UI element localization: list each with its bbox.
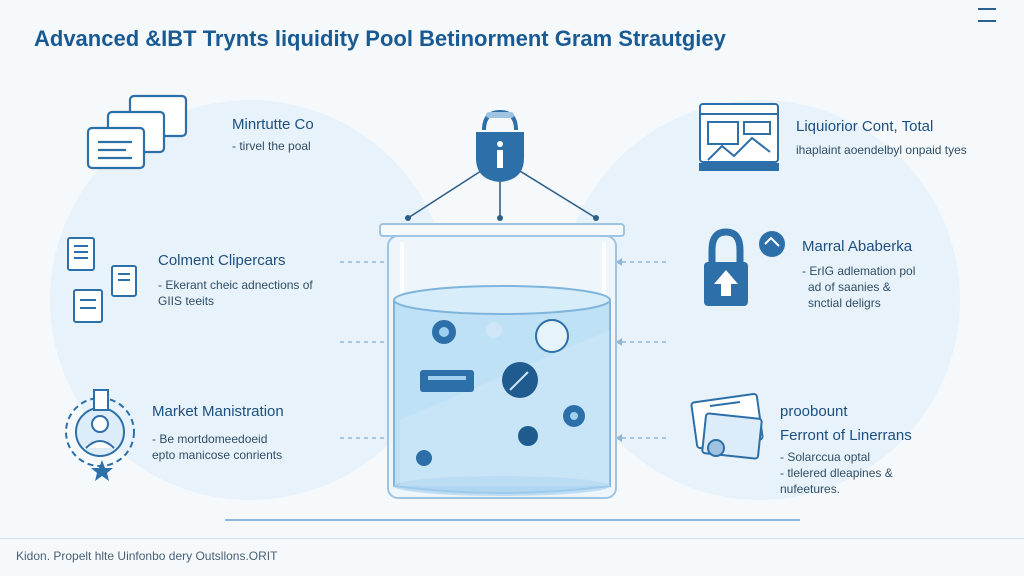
left-item-2-line-2: GIIS teeits (158, 294, 215, 308)
info-padlock-icon (476, 109, 524, 182)
right-item-4-heading: Ferront of Linerrans (780, 427, 912, 444)
right-bg-circle (560, 100, 960, 500)
left-item-3-heading: Market Manistration (152, 403, 284, 420)
left-item-1-heading: Minrtutte Co (232, 116, 314, 133)
page-title: Advanced &IBT Trynts liquidity Pool Beti… (34, 26, 726, 51)
right-item-1-line-1: ihaplaint aoendelbyl onpaid tyes (796, 143, 967, 157)
right-item-4-line-1: - Solarccua optal (780, 450, 871, 464)
monitor-icon (699, 103, 779, 171)
front-liners-icon (690, 393, 764, 460)
right-item-2-line-3: snctial deligrs (808, 296, 881, 310)
left-item-2-line-1: - Ekerant cheic adnections of (158, 278, 313, 292)
right-item-2-line-2: ad of saanies & (808, 280, 891, 294)
footer-divider (0, 538, 1024, 539)
right-item-1-heading: Liquiorior Cont, Total (796, 118, 934, 135)
padlock-upload-icon (704, 228, 785, 306)
left-item-2-heading: Colment Clipercars (158, 252, 286, 269)
footer-text: Kidon. Propelt hlte Uinfonbo dery Outsll… (16, 549, 278, 563)
documents-icon (86, 94, 188, 170)
right-item-2-line-1: - ErIG adlemation pol (802, 264, 916, 278)
left-bg-circle (50, 100, 450, 500)
market-gear-person-icon (65, 389, 135, 481)
left-item-1-line-1: - tirvel the poal (232, 139, 311, 153)
right-item-4-line-2: - tlelered dleapines & (780, 466, 893, 480)
connectors (340, 261, 670, 439)
left-item-3-line-1: - Be mortdomeedoeid (152, 432, 268, 446)
liquidity-tank-icon (379, 223, 625, 499)
left-item-3-line-2: epto manicose conrients (152, 448, 283, 462)
right-item-3-heading: proobount (780, 403, 848, 420)
content-sheets-icon (67, 237, 137, 323)
right-item-2-heading: Marral Ababerka (802, 238, 913, 255)
menu-icon[interactable] (978, 8, 996, 22)
right-item-4-line-3: nufeetures. (780, 482, 841, 496)
